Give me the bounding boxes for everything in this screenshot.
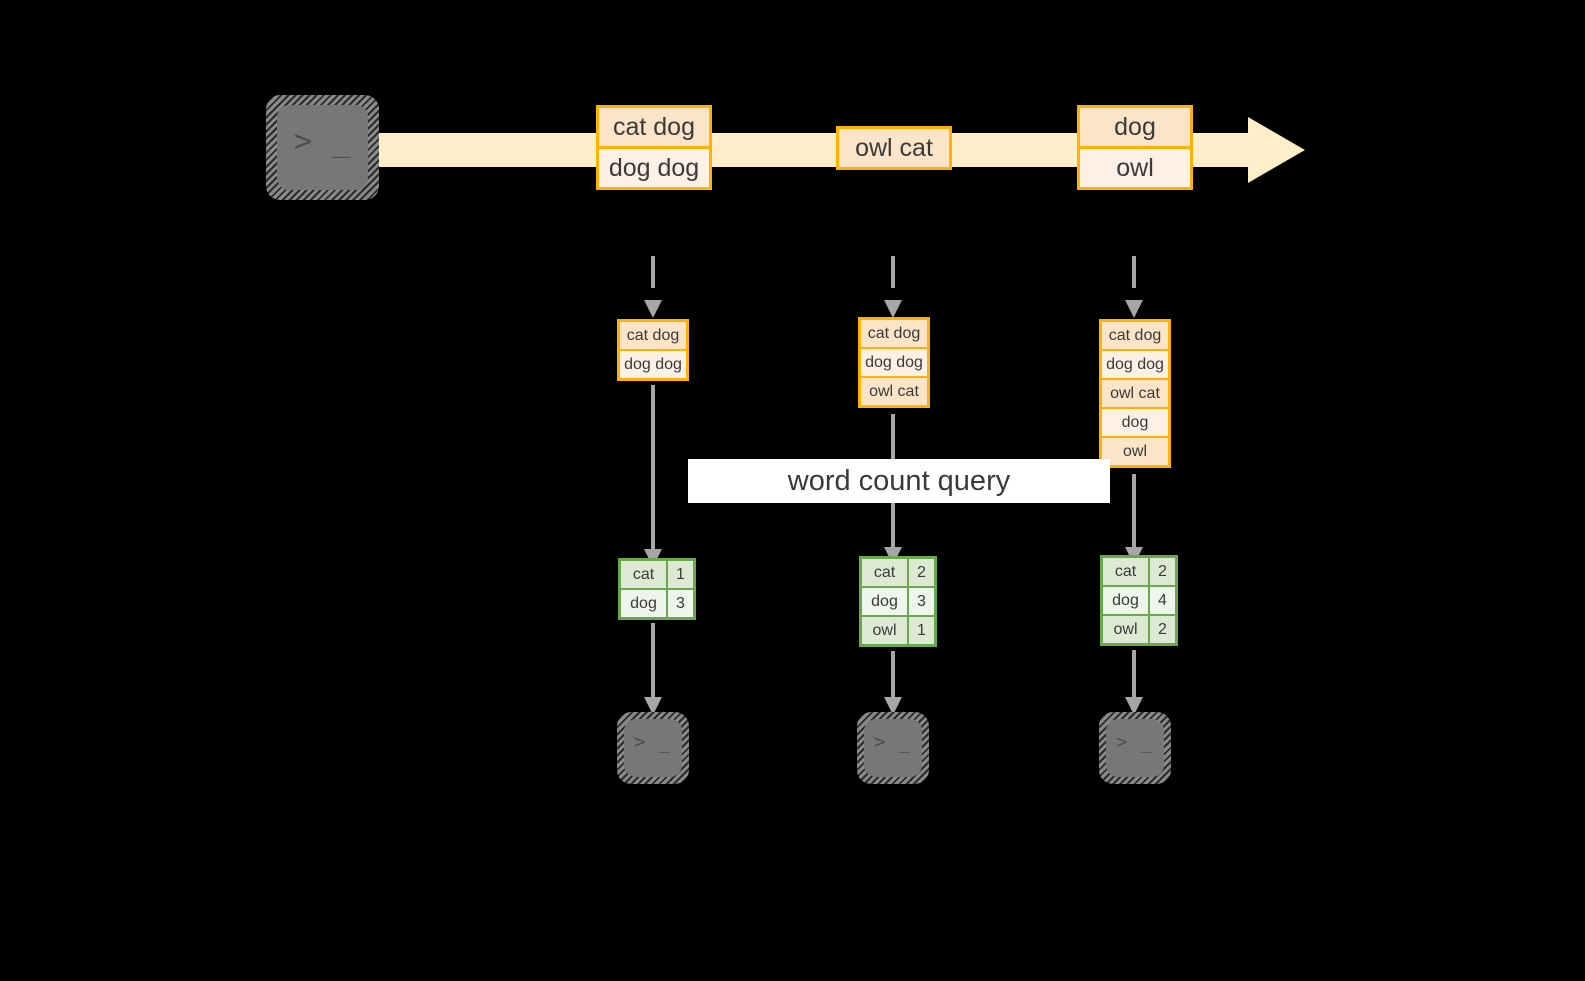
- log-line: dog dog: [620, 351, 686, 378]
- stream-message-1[interactable]: cat dog dog dog: [596, 105, 712, 190]
- log-line: owl cat: [861, 378, 927, 405]
- query-label-band: word count query: [688, 459, 1110, 503]
- snapshot-1-consumer-terminal-icon[interactable]: > _: [617, 712, 689, 784]
- table-row: owl 1: [862, 617, 934, 644]
- count-value: 2: [1150, 558, 1175, 585]
- stream-message-2[interactable]: owl cat: [836, 126, 952, 170]
- snapshot-3-consumer-terminal-icon[interactable]: > _: [1099, 712, 1171, 784]
- stream-message-3[interactable]: dog owl: [1077, 105, 1193, 190]
- terminal-screen: [1106, 719, 1164, 777]
- snapshot-2-counts[interactable]: cat 2 dog 3 owl 1: [859, 556, 937, 647]
- snapshot-1-counts[interactable]: cat 1 dog 3: [618, 558, 696, 620]
- log-line: cat dog: [620, 322, 686, 349]
- terminal-screen: [624, 719, 682, 777]
- count-value: 2: [909, 559, 934, 586]
- snapshot-3-counts[interactable]: cat 2 dog 4 owl 2: [1100, 555, 1178, 646]
- message-line: cat dog: [599, 108, 709, 146]
- message-line: owl cat: [839, 129, 949, 167]
- log-line: cat dog: [1102, 322, 1168, 349]
- terminal-screen: [864, 719, 922, 777]
- count-value: 2: [1150, 616, 1175, 643]
- query-label: word count query: [787, 464, 1011, 497]
- terminal-screen: [277, 105, 368, 190]
- table-row: owl 2: [1103, 616, 1175, 643]
- terminal-prompt-glyph: > _: [294, 124, 352, 159]
- snapshot-3-log[interactable]: cat dog dog dog owl cat dog owl: [1099, 319, 1171, 468]
- log-line: cat dog: [861, 320, 927, 347]
- message-line: owl: [1080, 149, 1190, 187]
- count-word: owl: [1103, 616, 1148, 643]
- log-line: owl cat: [1102, 380, 1168, 407]
- message-line: dog: [1080, 108, 1190, 146]
- count-word: owl: [862, 617, 907, 644]
- message-line: dog dog: [599, 149, 709, 187]
- table-row: cat 2: [1103, 558, 1175, 585]
- snapshot-2-log[interactable]: cat dog dog dog owl cat: [858, 317, 930, 408]
- count-value: 1: [668, 561, 693, 588]
- producer-terminal-icon[interactable]: > _: [266, 95, 379, 200]
- count-value: 1: [909, 617, 934, 644]
- count-value: 3: [668, 590, 693, 617]
- log-line: dog dog: [1102, 351, 1168, 378]
- table-row: dog 3: [621, 590, 693, 617]
- count-word: dog: [1103, 587, 1148, 614]
- log-line: owl: [1102, 438, 1168, 465]
- terminal-prompt-glyph: > _: [1116, 731, 1153, 753]
- table-row: dog 4: [1103, 587, 1175, 614]
- input-stream-arrowhead: [1248, 117, 1305, 183]
- count-word: dog: [862, 588, 907, 615]
- count-word: cat: [621, 561, 666, 588]
- table-row: cat 2: [862, 559, 934, 586]
- log-line: dog: [1102, 409, 1168, 436]
- log-line: dog dog: [861, 349, 927, 376]
- terminal-prompt-glyph: > _: [874, 731, 911, 753]
- count-value: 3: [909, 588, 934, 615]
- snapshot-1-log[interactable]: cat dog dog dog: [617, 319, 689, 381]
- table-row: cat 1: [621, 561, 693, 588]
- count-word: dog: [621, 590, 666, 617]
- snapshot-2-consumer-terminal-icon[interactable]: > _: [857, 712, 929, 784]
- count-word: cat: [1103, 558, 1148, 585]
- terminal-prompt-glyph: > _: [634, 731, 671, 753]
- table-row: dog 3: [862, 588, 934, 615]
- count-value: 4: [1150, 587, 1175, 614]
- count-word: cat: [862, 559, 907, 586]
